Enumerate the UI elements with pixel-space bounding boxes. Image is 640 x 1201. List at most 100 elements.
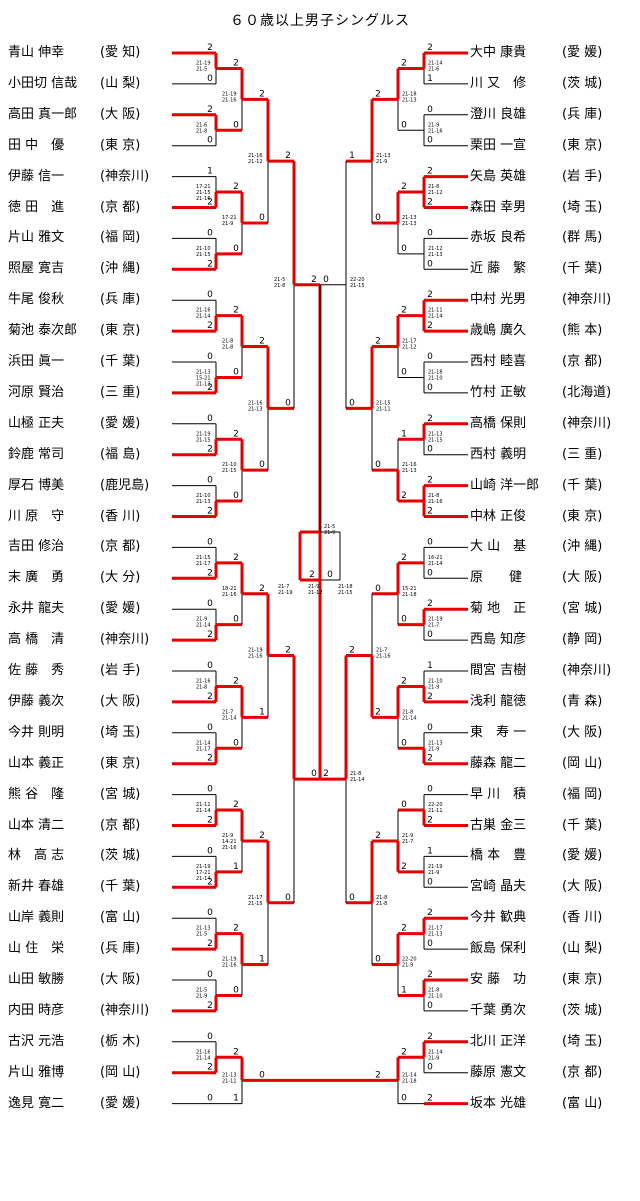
game-score: 21-13: [196, 926, 211, 932]
player-prefecture: (静 岡): [562, 632, 603, 648]
right-entry-row: 近 藤 繁(千 葉): [470, 259, 635, 279]
player-prefecture: (熊 本): [562, 323, 603, 339]
left-entry-row: 内田 時彦(神奈川): [8, 1001, 173, 1021]
match-score: 0: [207, 723, 213, 733]
game-score: 21-15: [350, 283, 365, 289]
game-score: 21-10: [428, 678, 443, 684]
player-prefecture: (埼 玉): [562, 199, 603, 215]
game-score: 21-9: [402, 833, 413, 839]
match-score: 2: [349, 646, 355, 656]
game-score: 21-19: [222, 91, 237, 97]
left-entry-row: 山岸 義則(富 山): [8, 908, 173, 928]
page-title: ６０歳以上男子シングルス: [230, 13, 410, 29]
game-score: 21-13: [402, 215, 417, 221]
player-name: 赤坂 良希: [470, 230, 527, 246]
match-score: 2: [311, 275, 317, 285]
left-entry-row: 菊池 泰次郎(東 京): [8, 321, 173, 341]
game-score: 15-21: [402, 586, 417, 592]
center-game-score: 21-15: [338, 590, 353, 596]
player-name: 新井 春雄: [8, 879, 65, 895]
game-score: 21-7: [402, 839, 413, 845]
player-name: 佐 藤 秀: [8, 663, 65, 678]
player-name: 浜田 眞一: [8, 354, 65, 369]
match-score: 0: [349, 398, 355, 408]
player-name: 大 山 基: [470, 539, 527, 555]
player-prefecture: (神奈川): [562, 415, 612, 431]
game-score: 21-5: [196, 66, 207, 72]
player-name: 藤原 憲文: [470, 1064, 527, 1080]
game-score: 21-11: [222, 1078, 237, 1084]
player-name: 菊 地 正: [470, 601, 527, 617]
game-score: 17-21: [196, 184, 211, 190]
player-name: 安 藤 功: [470, 972, 527, 987]
match-score: 2: [207, 321, 213, 331]
game-score: 21-14: [222, 715, 237, 721]
match-score: 0: [207, 908, 213, 918]
right-entry-row: 矢島 英雄(岩 手): [470, 167, 635, 187]
match-score: 2: [427, 816, 433, 826]
match-score: 2: [375, 337, 381, 347]
player-name: 千葉 勇次: [470, 1002, 527, 1018]
player-prefecture: (沖 縄): [100, 261, 141, 277]
left-entry-row: 河原 賢治(三 重): [8, 383, 173, 403]
match-score: 0: [375, 213, 381, 223]
game-score: 21-8: [350, 771, 361, 777]
match-score: 2: [233, 306, 239, 316]
player-prefecture: (千 葉): [100, 879, 141, 895]
game-score: 21-14: [428, 561, 443, 567]
game-score: 21-10: [428, 993, 443, 999]
match-score: 2: [427, 290, 433, 300]
game-score: 21-17: [402, 339, 417, 345]
match-score: 2: [207, 445, 213, 455]
player-name: 今井 歓典: [470, 910, 527, 926]
game-score: 21-17: [428, 926, 443, 932]
match-score: 0: [427, 259, 433, 269]
game-score: 21-16: [196, 678, 211, 684]
match-score: 0: [401, 1094, 407, 1104]
match-score: 0: [323, 275, 329, 285]
player-name: 藤森 龍二: [470, 755, 527, 771]
match-score: 2: [427, 754, 433, 764]
player-name: 原 健: [470, 570, 523, 586]
match-score: 2: [233, 800, 239, 810]
player-prefecture: (群 馬): [562, 230, 603, 246]
player-prefecture: (千 葉): [562, 261, 603, 277]
match-score: 0: [233, 615, 239, 625]
game-score: 21-14: [196, 808, 211, 814]
right-entry-row: 竹村 正敏(北海道): [470, 383, 635, 403]
match-score: 0: [207, 290, 213, 300]
match-score: 0: [207, 537, 213, 547]
player-prefecture: (愛 知): [100, 45, 141, 60]
game-score: 21-12: [428, 246, 443, 252]
game-score: 21-15: [428, 437, 443, 443]
match-score: 1: [427, 846, 433, 856]
match-score: 1: [259, 707, 265, 717]
game-score: 21-8: [222, 345, 233, 351]
game-score: 17-21: [196, 870, 211, 876]
player-name: 菊池 泰次郎: [8, 323, 78, 339]
player-prefecture: (岡 山): [562, 755, 603, 771]
player-name: 伊藤 信一: [8, 168, 65, 184]
player-name: 熊 谷 隆: [8, 786, 65, 802]
player-prefecture: (東 京): [562, 972, 603, 987]
game-score: 21-16: [222, 592, 237, 598]
match-score: 0: [375, 584, 381, 594]
player-name: 青山 伸幸: [8, 45, 65, 60]
game-score: 21-13: [402, 97, 417, 103]
game-score: 21-19: [248, 648, 263, 654]
match-score: 2: [233, 1047, 239, 1057]
match-score: 0: [233, 985, 239, 995]
player-prefecture: (青 森): [562, 693, 603, 709]
match-score: 1: [259, 955, 265, 965]
game-score: 21-10: [196, 493, 211, 499]
player-prefecture: (兵 庫): [100, 941, 141, 957]
player-prefecture: (大 阪): [100, 693, 141, 709]
game-score: 21-15: [196, 555, 211, 561]
game-score: 21-13: [428, 932, 443, 938]
game-score: 21-11: [376, 406, 391, 412]
match-score: 2: [259, 337, 265, 347]
player-prefecture: (兵 庫): [562, 106, 603, 122]
right-entry-row: 栗田 一宣(東 京): [470, 136, 635, 156]
game-score: 21-17: [248, 895, 263, 901]
